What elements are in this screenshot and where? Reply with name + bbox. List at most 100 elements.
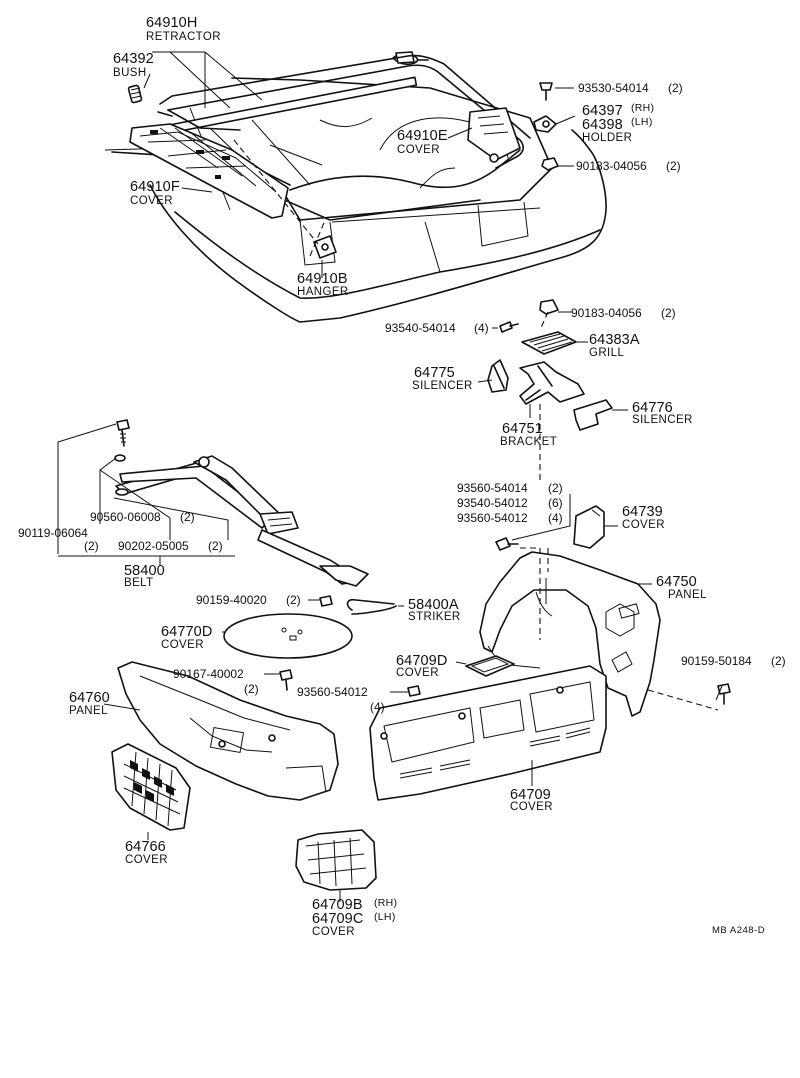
part-number-90560-06008: 90560-06008 <box>90 510 161 524</box>
part-qty-93560-54012: (4) <box>548 511 563 525</box>
part-name-panel-64750: PANEL <box>668 589 707 601</box>
bolt-90119 <box>116 419 130 447</box>
part-qty-93560-54012-lower: (4) <box>370 700 385 714</box>
screw-93530 <box>539 82 553 101</box>
diagram-code: MB A248-D <box>712 925 766 936</box>
part-name-bush: BUSH <box>113 67 147 79</box>
part-number-58400a: 58400A <box>408 597 459 613</box>
part-qty-93560-54014: (2) <box>548 481 563 495</box>
part-number-64760: 64760 <box>69 690 110 706</box>
part-number-64776: 64776 <box>632 400 673 416</box>
part-qty-93540-54012: (6) <box>548 496 563 510</box>
part-number-93540-54014: 93540-54014 <box>385 321 456 335</box>
part-side-rh-64397: (RH) <box>631 102 655 114</box>
part-number-58400: 58400 <box>124 563 165 579</box>
part-number-90167-40002: 90167-40002 <box>173 667 244 681</box>
part-number-90202-05005: 90202-05005 <box>118 539 189 553</box>
part-number-64910h: 64910H <box>146 15 198 31</box>
part-name-bracket: BRACKET <box>500 436 558 448</box>
part-qty-90202: (2) <box>208 539 223 553</box>
part-name-retractor: RETRACTOR <box>146 31 221 43</box>
part-name-cover-64770d: COVER <box>161 639 204 651</box>
silencer-64776 <box>573 399 613 431</box>
leader-lines-belt <box>57 423 235 566</box>
part-qty-90159-40020: (2) <box>286 593 301 607</box>
part-name-striker: STRIKER <box>408 611 461 623</box>
silencer-64775 <box>487 359 509 393</box>
bolt-90159-left <box>319 595 333 607</box>
part-name-silencer-64776: SILENCER <box>632 414 693 426</box>
washer-90202 <box>115 488 129 496</box>
part-number-90183-04056-top: 90183-04056 <box>576 159 647 173</box>
part-number-93560-54012-lower: 93560-54012 <box>297 685 368 699</box>
grill-64383a <box>521 331 577 355</box>
part-qty-90159-50184: (2) <box>771 654 786 668</box>
part-name-cover-64709bc: COVER <box>312 926 355 938</box>
part-number-90119-06064: 90119-06064 <box>18 526 88 540</box>
part-number-64750: 64750 <box>656 574 697 590</box>
belt-58400 <box>115 455 369 587</box>
part-qty-90183-mid: (2) <box>661 306 676 320</box>
part-number-64397: 64397 <box>582 103 623 119</box>
part-name-cover-64766: COVER <box>125 854 168 866</box>
bracket-64751 <box>519 361 585 405</box>
nut-90183-top <box>541 157 559 171</box>
leader-lines-top <box>143 51 576 278</box>
part-number-90183-04056-mid: 90183-04056 <box>571 306 642 320</box>
part-name-holder: HOLDER <box>582 132 633 144</box>
part-number-64398: 64398 <box>582 117 623 133</box>
cover-64709 <box>369 665 607 801</box>
leader-lines-mid <box>477 311 628 418</box>
screw-93560-lower <box>407 685 421 697</box>
part-name-grill: GRILL <box>589 347 625 359</box>
part-number-93560-54012: 93560-54012 <box>457 511 528 525</box>
part-number-64910b: 64910B <box>297 271 348 287</box>
hanger-64910b <box>313 235 337 259</box>
part-number-64739: 64739 <box>622 504 663 520</box>
part-number-64766: 64766 <box>125 839 166 855</box>
part-qty-90119: (2) <box>84 539 99 553</box>
part-name-hanger: HANGER <box>297 286 349 298</box>
part-number-64383a: 64383A <box>589 332 640 348</box>
part-name-belt: BELT <box>124 577 154 589</box>
cover-64910e <box>467 107 521 163</box>
part-number-64709c: 64709C <box>312 911 364 927</box>
bolt-90167 <box>279 669 293 691</box>
part-qty-90167: (2) <box>244 682 259 696</box>
striker-58400a <box>346 598 397 615</box>
part-number-64709d: 64709D <box>396 653 448 669</box>
panel-64760 <box>117 661 339 801</box>
part-number-93540-54012: 93540-54012 <box>457 496 528 510</box>
retractor-64910h <box>157 51 429 136</box>
part-qty-90560: (2) <box>180 510 195 524</box>
part-number-64392: 64392 <box>113 51 154 67</box>
nut-90183-mid <box>539 299 559 315</box>
washer-90560 <box>114 454 126 462</box>
cover-64910f <box>129 123 289 219</box>
part-number-64910f: 64910F <box>130 179 180 195</box>
part-number-93530-54014: 93530-54014 <box>578 81 649 95</box>
holder-64397 <box>533 115 557 133</box>
vehicle-rear-body <box>104 77 607 323</box>
part-number-90159-40020: 90159-40020 <box>196 593 267 607</box>
cover-64766 <box>111 743 191 831</box>
part-side-rh-64709b: (RH) <box>374 897 398 909</box>
bolt-90159-right <box>717 683 731 705</box>
part-name-cover-64739: COVER <box>622 519 665 531</box>
part-qty-93530: (2) <box>668 81 683 95</box>
screw-93560 <box>495 537 519 551</box>
part-name-cover-64709d: COVER <box>396 667 439 679</box>
part-number-93560-54014: 93560-54014 <box>457 481 528 495</box>
leader-lines-lower <box>390 661 533 786</box>
bush-64392 <box>127 84 143 104</box>
part-side-lh-64709c: (LH) <box>374 911 396 923</box>
cover-64739 <box>573 505 605 549</box>
part-name-cover-64709: COVER <box>510 801 553 813</box>
part-number-90159-50184: 90159-50184 <box>681 654 752 668</box>
part-number-64709b: 64709B <box>312 897 363 913</box>
part-number-64910e: 64910E <box>397 128 448 144</box>
part-number-64775: 64775 <box>414 365 455 381</box>
part-name-cover-64910f: COVER <box>130 195 173 207</box>
part-number-64751: 64751 <box>502 421 543 437</box>
leader-lines-right <box>511 494 723 711</box>
